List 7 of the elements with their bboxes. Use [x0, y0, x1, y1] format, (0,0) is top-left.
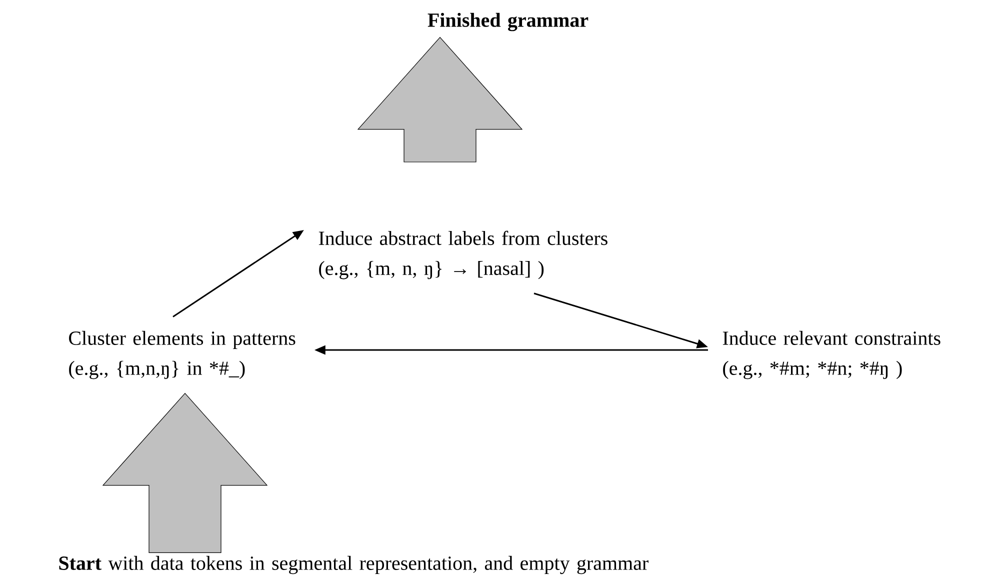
step-text: Induce relevant constraints (e.g., *#m; *#n; *#ŋ ): [722, 330, 940, 380]
block-arrow: [102, 392, 268, 553]
step-text: Induce abstract labels from clusters (e.g., {m, n, ŋ} → [nasal] ): [318, 230, 608, 280]
step-text: Finished grammar: [428, 12, 588, 32]
step-text: Start with data tokens in segmental representation, and empty grammar: [59, 556, 648, 574]
block-arrow: [357, 36, 523, 162]
step-text: Cluster elements in patterns (e.g., {m,n,ŋ} in *#_): [69, 330, 296, 380]
